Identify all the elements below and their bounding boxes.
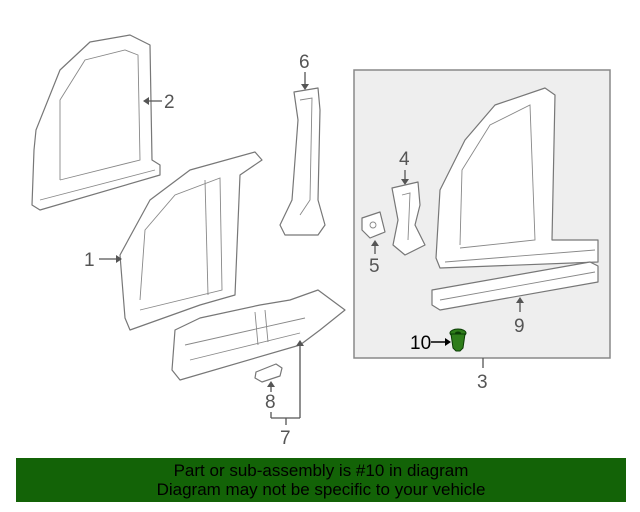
part-3-body-side-assembly[interactable] [435,87,599,269]
info-banner: Part or sub-assembly is #10 in diagram D… [16,458,626,502]
callout-2: 2 [164,92,175,113]
part-8-bracket[interactable] [254,363,283,383]
part-10-clip-highlighted[interactable] [449,328,467,352]
callout-4: 4 [399,149,410,170]
part-1-body-side-inner[interactable] [119,151,263,331]
banner-line-2: Diagram may not be specific to your vehi… [156,480,486,499]
callout-7: 7 [280,428,291,449]
callout-9: 9 [514,316,525,337]
callout-10: 10 [410,333,431,354]
part-6-b-pillar[interactable] [279,87,326,236]
callout-5: 5 [369,256,380,277]
callout-1: 1 [84,250,95,271]
callout-8: 8 [265,392,276,413]
banner-line-1: Part or sub-assembly is #10 in diagram [173,461,469,480]
callout-6: 6 [299,52,310,73]
part-2-body-side-outer[interactable] [31,34,161,211]
callout-3: 3 [477,372,488,393]
part-4-pillar-reinforcement[interactable] [391,181,426,256]
part-7-rocker-panel[interactable] [171,289,346,381]
part-5-bracket[interactable] [361,211,386,239]
part-9-rocker[interactable] [431,261,599,311]
